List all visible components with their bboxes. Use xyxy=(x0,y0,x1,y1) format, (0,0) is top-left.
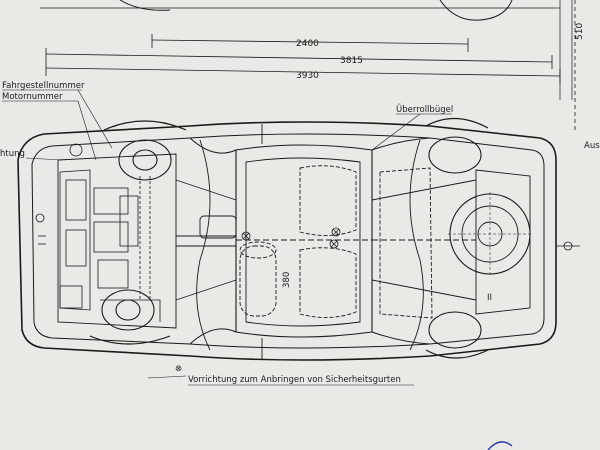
wheel-arches xyxy=(89,117,489,359)
car-body-outline xyxy=(17,121,557,361)
dimension-lines xyxy=(45,0,576,130)
right-end-marker xyxy=(556,241,580,251)
label-engine-number: Motornummer xyxy=(2,92,63,102)
label-roll-bar: Überrollbügel xyxy=(396,104,453,115)
pen-mark xyxy=(487,441,513,450)
floor-structure xyxy=(175,124,477,360)
label-left-cut: htung xyxy=(0,149,25,159)
label-tank-size: 380 xyxy=(282,272,292,288)
spare-wheel xyxy=(448,192,532,276)
dim-length-inner: 3815 xyxy=(340,56,363,66)
dim-side-right: 510 xyxy=(575,23,585,40)
legend-text: Vorrichtung zum Anbringen von Sicherheit… xyxy=(188,375,401,385)
engine-bay-details xyxy=(35,143,161,322)
side-view-fragment xyxy=(40,0,573,100)
interior-dashed-parts xyxy=(239,165,433,319)
legend-symbol: ⊗ xyxy=(175,364,182,374)
label-chassis-number: Fahrgestellnummer xyxy=(2,81,85,91)
label-tire-mark: II xyxy=(487,293,492,303)
leader-lines xyxy=(25,89,421,161)
label-right-cut: Aus xyxy=(584,141,600,151)
dim-wheelbase: 2400 xyxy=(296,39,319,49)
seatbelt-mount-symbols xyxy=(241,227,341,249)
dim-length-overall: 3930 xyxy=(296,71,319,81)
